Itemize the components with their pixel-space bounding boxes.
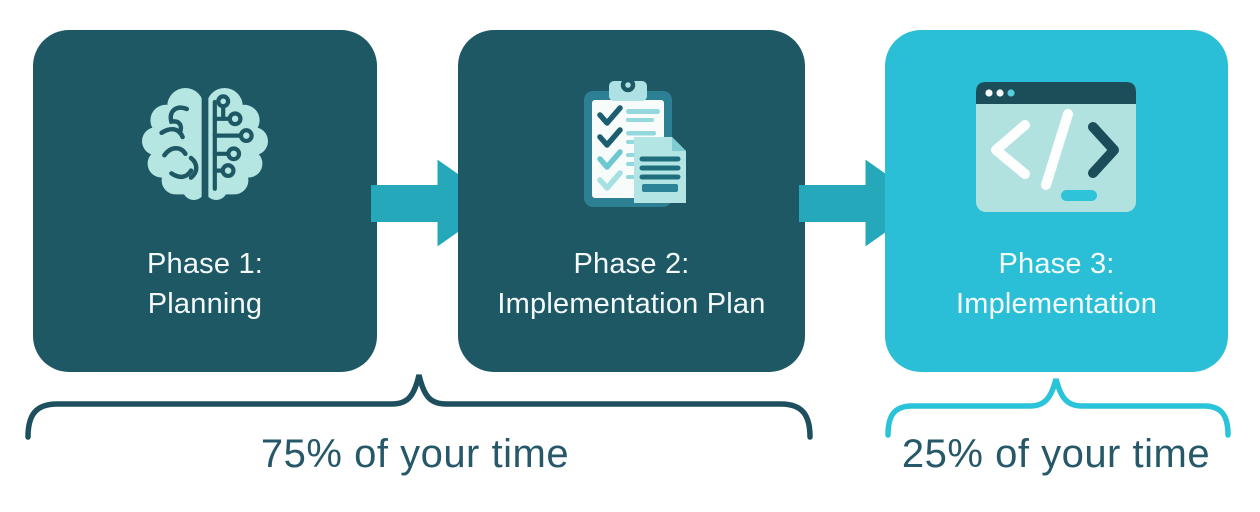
- phase-1-card: Phase 1: Planning: [33, 30, 377, 372]
- phase-1-label: Phase 1: Planning: [33, 244, 377, 324]
- phase-3-label-line2: Implementation: [955, 288, 1158, 320]
- clipboard-checklist-icon: [584, 77, 686, 207]
- phase-2-label-line1: Phase 2:: [573, 248, 690, 280]
- phase-1-label-line2: Planning: [147, 288, 263, 320]
- phase-3-label-line1: Phase 3:: [998, 248, 1115, 280]
- phase-2-label: Phase 2: Implementation Plan: [458, 244, 805, 324]
- phase-1-label-line1: Phase 1:: [146, 248, 264, 280]
- phase-2-label-line2: Implementation Plan: [497, 288, 766, 320]
- time-label-25: 25% of your time: [901, 432, 1211, 476]
- phase-3-card: Phase 3: Implementation: [885, 30, 1228, 372]
- bracket-75-icon: [25, 374, 813, 440]
- brain-circuit-icon: [142, 88, 268, 200]
- phase-2-card: Phase 2: Implementation Plan: [458, 30, 805, 372]
- bracket-25-icon: [885, 378, 1231, 438]
- code-window-icon: [976, 82, 1136, 212]
- phase-3-label: Phase 3: Implementation: [885, 244, 1228, 324]
- time-label-75: 75% of your time: [260, 432, 570, 476]
